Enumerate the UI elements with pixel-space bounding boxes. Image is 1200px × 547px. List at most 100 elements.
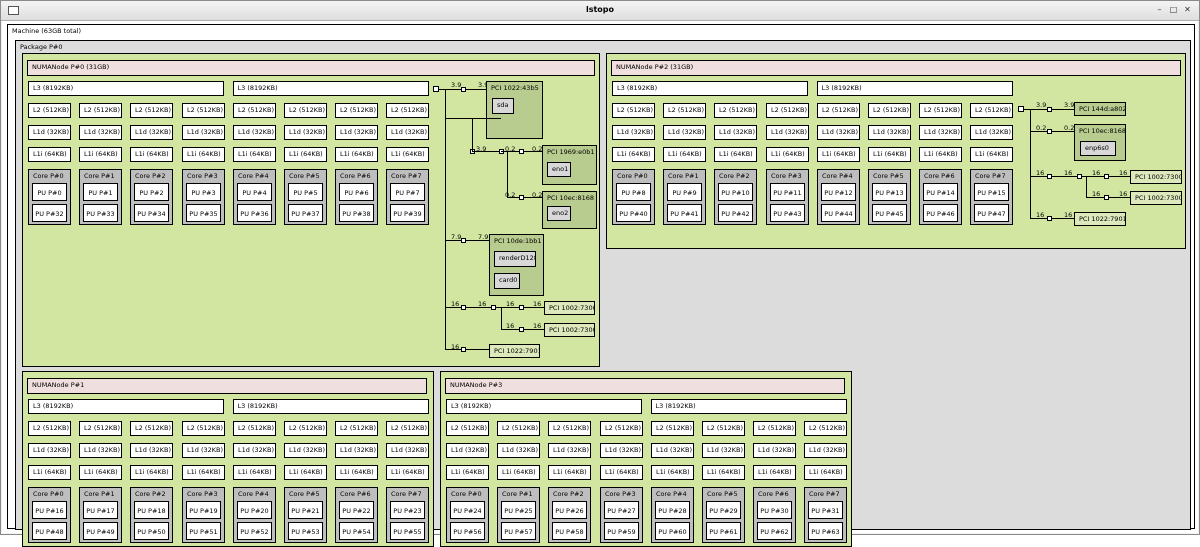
l1i-cache-label: L1i (64KB): [975, 150, 1009, 158]
pci-bridge-port: [519, 305, 524, 310]
l1i-cache: L1i (64KB): [79, 465, 122, 480]
l1d-cache-label: L1d (32KB): [617, 128, 654, 136]
l1d-cache-label: L1d (32KB): [771, 128, 808, 136]
core-box-label: Core P#7: [391, 172, 422, 180]
l1d-cache: L1d (32KB): [284, 125, 327, 140]
pu-box: PU P#56: [450, 522, 485, 540]
l2-cache-label: L2 (512KB): [553, 424, 590, 432]
l1i-cache: L1i (64KB): [386, 465, 429, 480]
l2-cache: L2 (512KB): [766, 103, 809, 118]
pu-box: PU P#47: [974, 204, 1009, 222]
pu-box: PU P#58: [552, 522, 587, 540]
l1d-cache: L1d (32KB): [600, 443, 643, 458]
l2-cache-label: L2 (512KB): [873, 106, 910, 114]
network-device-eno1-label: eno1: [552, 165, 569, 173]
l1d-cache: L1d (32KB): [335, 443, 378, 458]
core-box-label: Core P#4: [656, 490, 687, 498]
link-speed-label: 0.2: [1036, 124, 1047, 132]
pu-box: PU P#33: [83, 204, 118, 222]
l1i-cache-label: L1i (64KB): [340, 468, 374, 476]
block-device-sda-label: sda: [497, 101, 509, 109]
l1d-cache-label: L1d (32KB): [238, 446, 275, 454]
l1d-cache-label: L1d (32KB): [33, 128, 70, 136]
pu-box: PU P#4: [237, 183, 272, 201]
pci-1002-7300-b-label: PCI 1002:7300: [549, 326, 595, 334]
gpu-render-device: renderD128: [494, 251, 536, 267]
l2-cache-label: L2 (512KB): [617, 106, 654, 114]
l2-cache-label: L2 (512KB): [289, 424, 326, 432]
l1i-cache: L1i (64KB): [182, 147, 225, 162]
l1i-cache-label: L1i (64KB): [187, 468, 221, 476]
link-speed-label: 16: [1092, 169, 1101, 177]
pu-box: PU P#10: [718, 183, 753, 201]
numa-node-1-header-label: NUMANode P#2 (31GB): [616, 63, 694, 71]
l1d-cache: L1d (32KB): [766, 125, 809, 140]
pci-10ec-8168-label: PCI 10ec:8168: [1079, 127, 1126, 135]
l3-cache: L3 (8192KB): [612, 81, 808, 96]
pu-box: PU P#29: [706, 501, 741, 519]
minimize-icon[interactable]: –: [1157, 5, 1162, 14]
link-line: [445, 349, 489, 350]
pu-box: PU P#44: [821, 204, 856, 222]
l1d-cache-label: L1d (32KB): [656, 446, 693, 454]
l1i-cache-label: L1i (64KB): [340, 150, 374, 158]
link-speed-label: 0.2: [505, 145, 516, 153]
core-box-label: Core P#5: [707, 490, 738, 498]
l2-cache: L2 (512KB): [233, 103, 276, 118]
pci-1022-7901: PCI 1022:7901: [1074, 212, 1126, 226]
link-line: [445, 240, 489, 241]
l1i-cache-label: L1i (64KB): [771, 150, 805, 158]
pci-bridge-port: [1104, 174, 1109, 179]
l2-cache: L2 (512KB): [386, 103, 429, 118]
pci-1022-43b5-label: PCI 1022:43b5: [491, 84, 539, 92]
core-box-label: Core P#5: [873, 172, 904, 180]
l2-cache: L2 (512KB): [651, 421, 694, 436]
link-speed-label: 16: [1036, 169, 1045, 177]
l1d-cache-label: L1d (32KB): [187, 128, 224, 136]
pu-box: PU P#38: [339, 204, 374, 222]
close-icon[interactable]: ✕: [1184, 5, 1191, 14]
pci-1022-7901-label: PCI 1022:7901: [1079, 215, 1126, 223]
pu-box: PU P#3: [186, 183, 221, 201]
pu-box: PU P#25: [501, 501, 536, 519]
link-speed-label: 3.9: [1064, 101, 1075, 109]
l2-cache-label: L2 (512KB): [135, 106, 172, 114]
l1d-cache: L1d (32KB): [919, 125, 962, 140]
core-box-label: Core P#4: [238, 172, 269, 180]
l1i-cache-label: L1i (64KB): [289, 468, 323, 476]
l3-cache: L3 (8192KB): [28, 399, 224, 414]
l1i-cache-label: L1i (64KB): [617, 150, 651, 158]
core-box-label: Core P#7: [391, 490, 422, 498]
core-box-label: Core P#7: [975, 172, 1006, 180]
l2-cache-label: L2 (512KB): [707, 424, 744, 432]
l1d-cache: L1d (32KB): [497, 443, 540, 458]
pu-box: PU P#23: [390, 501, 425, 519]
l1i-cache-label: L1i (64KB): [135, 468, 169, 476]
maximize-icon[interactable]: □: [1169, 5, 1178, 14]
l2-cache-label: L2 (512KB): [84, 424, 121, 432]
pu-box: PU P#18: [134, 501, 169, 519]
pu-box: PU P#11: [770, 183, 805, 201]
l1d-cache-label: L1d (32KB): [187, 446, 224, 454]
l1d-cache-label: L1d (32KB): [873, 128, 910, 136]
l1d-cache: L1d (32KB): [753, 443, 796, 458]
l1i-cache-label: L1i (64KB): [289, 150, 323, 158]
l2-cache-label: L2 (512KB): [605, 424, 642, 432]
gpu-card-device-label: card0: [499, 276, 518, 284]
l1d-cache: L1d (32KB): [182, 125, 225, 140]
l1d-cache: L1d (32KB): [28, 125, 71, 140]
link-speed-label: 16: [506, 300, 515, 308]
l1d-cache: L1d (32KB): [714, 125, 757, 140]
l2-cache-label: L2 (512KB): [135, 424, 172, 432]
numa-node-0-header-label: NUMANode P#0 (31GB): [32, 63, 110, 71]
l1i-cache: L1i (64KB): [446, 465, 489, 480]
l3-cache-label: L3 (8192KB): [451, 402, 492, 410]
l2-cache-label: L2 (512KB): [238, 424, 275, 432]
l1i-cache-label: L1i (64KB): [33, 468, 67, 476]
l1i-cache: L1i (64KB): [970, 147, 1013, 162]
core-box-label: Core P#3: [187, 490, 218, 498]
network-device-enp6s0-label: enp6s0: [1085, 144, 1109, 152]
pu-box: PU P#61: [706, 522, 741, 540]
l1d-cache: L1d (32KB): [130, 125, 173, 140]
